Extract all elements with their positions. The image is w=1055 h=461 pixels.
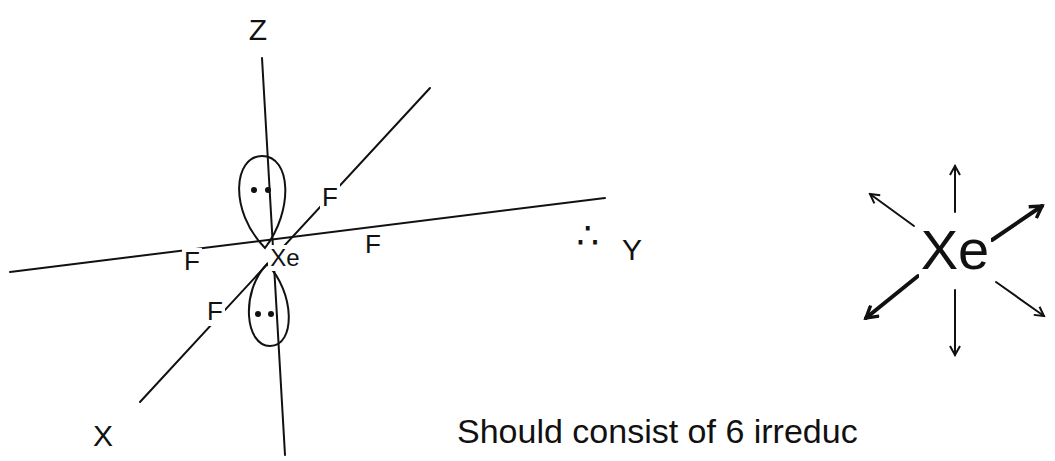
lone-pair-lobe	[249, 264, 289, 346]
note-text: Should consist of 6 irreduc	[455, 414, 860, 450]
electron-dot	[251, 187, 257, 193]
atom-label: Xe	[919, 221, 992, 280]
axis-label-holder: Y	[620, 234, 644, 266]
lone-pair-lobe	[239, 156, 285, 248]
bond-dipole-arrow	[870, 194, 914, 226]
atom-label-holder: F	[320, 184, 340, 211]
atom-label: F	[205, 298, 225, 325]
atom-label-holder: Xe	[268, 245, 301, 270]
atom-label: Xe	[268, 245, 301, 270]
y-axis	[10, 198, 605, 272]
x-axis	[140, 88, 430, 402]
axis-label: X	[91, 420, 115, 452]
therefore-symbol: ∴	[575, 217, 602, 255]
bond-dipole-arrow	[866, 276, 918, 318]
bond-dipole-arrow	[954, 290, 956, 355]
axis-label-holder: Z	[247, 14, 269, 46]
bond-dipole-arrow	[996, 282, 1044, 316]
atom-label-holder: F	[205, 298, 225, 325]
note-text-holder: Should consist of 6 irreduc	[455, 414, 860, 450]
atom-label: F	[320, 184, 340, 211]
bond-dipole-arrow	[992, 206, 1042, 240]
atom-label-holder: F	[363, 231, 383, 258]
atom-label: F	[182, 248, 202, 275]
atom-label-holder: Xe	[919, 221, 992, 280]
axis-label: Y	[620, 234, 644, 266]
axis-label-holder: X	[91, 420, 115, 452]
atom-label: F	[363, 231, 383, 258]
electron-dot	[265, 187, 271, 193]
bond-dipole-arrow	[954, 166, 956, 212]
atom-label-holder: F	[182, 248, 202, 275]
therefore-symbol-holder: ∴	[575, 217, 602, 255]
electron-dot	[268, 311, 274, 317]
electron-dot	[255, 311, 261, 317]
axis-label: Z	[247, 14, 269, 46]
